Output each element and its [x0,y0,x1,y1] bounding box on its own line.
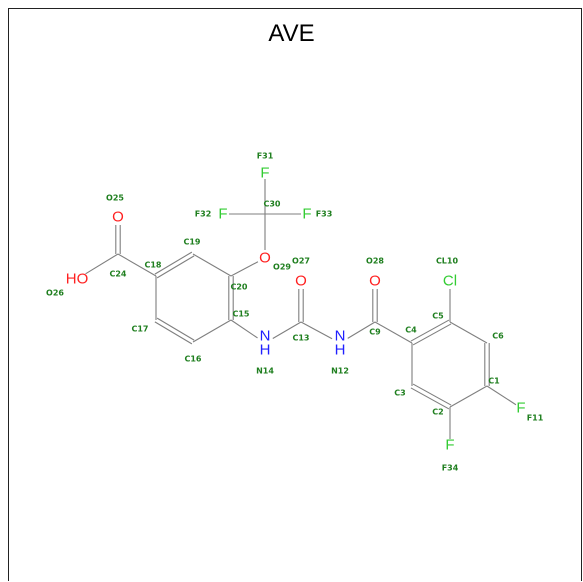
atom-label-cl10: CL10 [436,257,459,266]
atom-label-f33: F33 [316,210,333,219]
bond-c24-c18 [117,253,157,277]
atom-label-c9: C9 [369,328,381,337]
bond-c19-c20 [192,253,232,277]
bond-c13-n12 [300,321,333,340]
atom-label-c1: C1 [488,377,500,386]
bond-c9-o28 [372,289,378,322]
bond-c16-c17 [154,317,195,345]
atom-label-o26: O26 [46,289,64,298]
bond-o29-c20 [230,261,259,277]
atom-o26-symbol: HO [66,271,89,288]
atom-label-o29: O29 [273,263,291,272]
atom-label-o28: O28 [366,257,384,266]
bond-c9-c4 [374,321,413,344]
atom-label-n14: N14 [256,367,274,376]
atom-label-c19: C19 [183,238,200,247]
bond-c1-f11 [486,385,517,406]
bond-c4-c5 [410,319,452,346]
atom-o27-symbol: O [295,273,307,290]
atom-label-c24: C24 [109,270,126,279]
atom-cl10-symbol: Cl [443,273,457,290]
bond-c18-c19 [154,251,195,279]
diagram-frame [8,8,582,581]
molecule-title: AVE [268,20,315,47]
atom-label-f11: F11 [527,414,544,423]
atom-o29-symbol: O [259,250,271,267]
bond-c2-c3 [410,383,452,410]
atom-label-f34: F34 [442,464,459,473]
bond-c6-c1 [484,343,490,386]
atom-f11-symbol: F [516,400,525,417]
bond-c13-o27 [298,289,304,322]
bond-c20-c15 [228,276,234,320]
atom-n12-symbol: N [335,328,346,345]
atom-n14-symbol: N [260,328,271,345]
bond-c24-o25 [115,225,121,254]
atom-label-c3: C3 [394,389,405,398]
atom-label-c6: C6 [492,332,504,341]
atom-f32-symbol: F [218,206,227,223]
bond-n14-c13 [272,321,302,339]
atom-label-c17: C17 [131,325,148,334]
bond-c15-c16 [192,319,232,343]
atom-label-f32: F32 [195,210,212,219]
bond-n12-c9 [347,321,376,339]
atom-f34-symbol: F [445,437,454,454]
bond-c1-c2 [449,385,488,408]
atom-label-o27: O27 [292,257,310,266]
atom-label-c4: C4 [405,326,417,335]
atom-o25-symbol: O [112,209,124,226]
atom-label-c5: C5 [432,312,444,321]
bond-c5-c6 [449,321,488,344]
atom-label-c15: C15 [232,310,249,319]
atom-n12-hydrogen: H [335,342,346,359]
atom-f33-symbol: F [302,206,311,223]
bond-c15-n14 [230,319,258,339]
atom-label-n12: N12 [331,367,349,376]
atom-n14-hydrogen: H [260,342,271,359]
atom-label-c16: C16 [184,355,201,364]
atom-f31-symbol: F [260,165,269,182]
atom-label-c20: C20 [230,283,247,292]
atom-label-c13: C13 [292,334,309,343]
bond-c24-o26 [85,253,119,275]
atom-label-o25: O25 [106,194,124,203]
atom-label-c18: C18 [144,261,161,270]
atom-label-c30: C30 [263,200,280,209]
atom-label-f31: F31 [257,152,274,161]
atom-label-c2: C2 [432,408,443,417]
atom-o28-symbol: O [369,273,381,290]
